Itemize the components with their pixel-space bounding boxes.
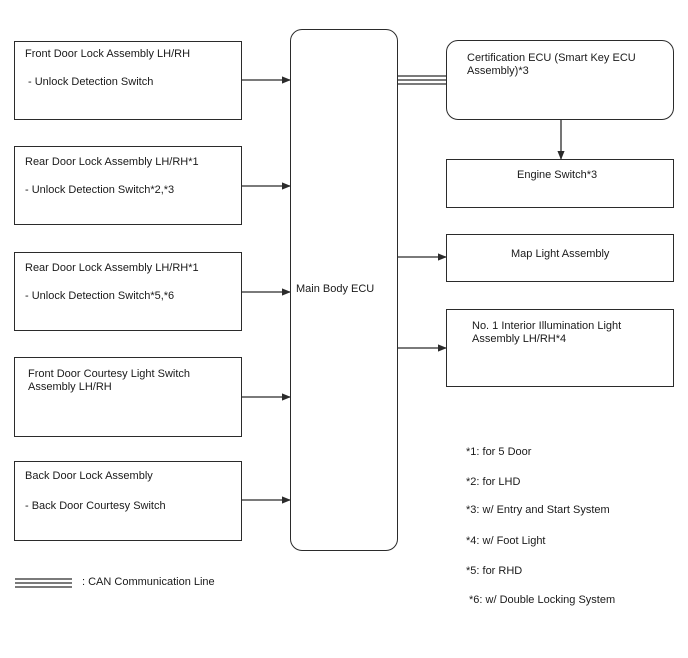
courtesy-switch-title: Front Door Courtesy Light Switch Assembl…	[28, 368, 191, 393]
front-door-lock-box: Front Door Lock Assembly LH/RH - Unlock …	[14, 41, 242, 120]
certification-ecu-label: Certification ECU (Smart Key ECU Assembl…	[467, 52, 636, 77]
interior-light-box: No. 1 Interior Illumination Light Assemb…	[446, 309, 674, 387]
certification-ecu-box: Certification ECU (Smart Key ECU Assembl…	[446, 40, 674, 120]
engine-switch-box: Engine Switch*3	[446, 159, 674, 208]
note-6: *6: w/ Double Locking System	[469, 594, 616, 606]
interior-light-label: No. 1 Interior Illumination Light Assemb…	[472, 320, 622, 345]
note-4: *4: w/ Foot Light	[466, 535, 546, 547]
front-door-lock-title: Front Door Lock Assembly LH/RH	[25, 48, 191, 60]
main-body-ecu-label: Main Body ECU	[296, 283, 375, 295]
note-2: *2: for LHD	[466, 476, 521, 488]
map-light-box: Map Light Assembly	[446, 234, 674, 282]
can-line-ecu	[397, 75, 447, 85]
rear-door-lock-box-2: Rear Door Lock Assembly LH/RH*1 - Unlock…	[14, 252, 242, 331]
note-1: *1: for 5 Door	[466, 446, 532, 458]
courtesy-switch-box: Front Door Courtesy Light Switch Assembl…	[14, 357, 242, 437]
rear-door-lock-2-title: Rear Door Lock Assembly LH/RH*1	[25, 262, 199, 274]
rear-door-lock-box-1: Rear Door Lock Assembly LH/RH*1 - Unlock…	[14, 146, 242, 225]
front-door-lock-sub: - Unlock Detection Switch	[28, 76, 154, 88]
rear-door-lock-1-sub: - Unlock Detection Switch*2,*3	[25, 184, 175, 196]
can-legend-symbol	[15, 578, 72, 588]
map-light-label: Map Light Assembly	[511, 248, 610, 260]
back-door-lock-sub: - Back Door Courtesy Switch	[25, 500, 166, 512]
rear-door-lock-2-sub: - Unlock Detection Switch*5,*6	[25, 290, 175, 302]
engine-switch-label: Engine Switch*3	[517, 169, 598, 181]
main-body-ecu-box: Main Body ECU	[290, 29, 398, 551]
back-door-lock-title: Back Door Lock Assembly	[25, 470, 153, 482]
back-door-lock-box: Back Door Lock Assembly - Back Door Cour…	[14, 461, 242, 541]
can-legend-label: : CAN Communication Line	[82, 576, 215, 588]
note-3: *3: w/ Entry and Start System	[466, 504, 610, 516]
note-5: *5: for RHD	[466, 565, 523, 577]
rear-door-lock-1-title: Rear Door Lock Assembly LH/RH*1	[25, 156, 199, 168]
